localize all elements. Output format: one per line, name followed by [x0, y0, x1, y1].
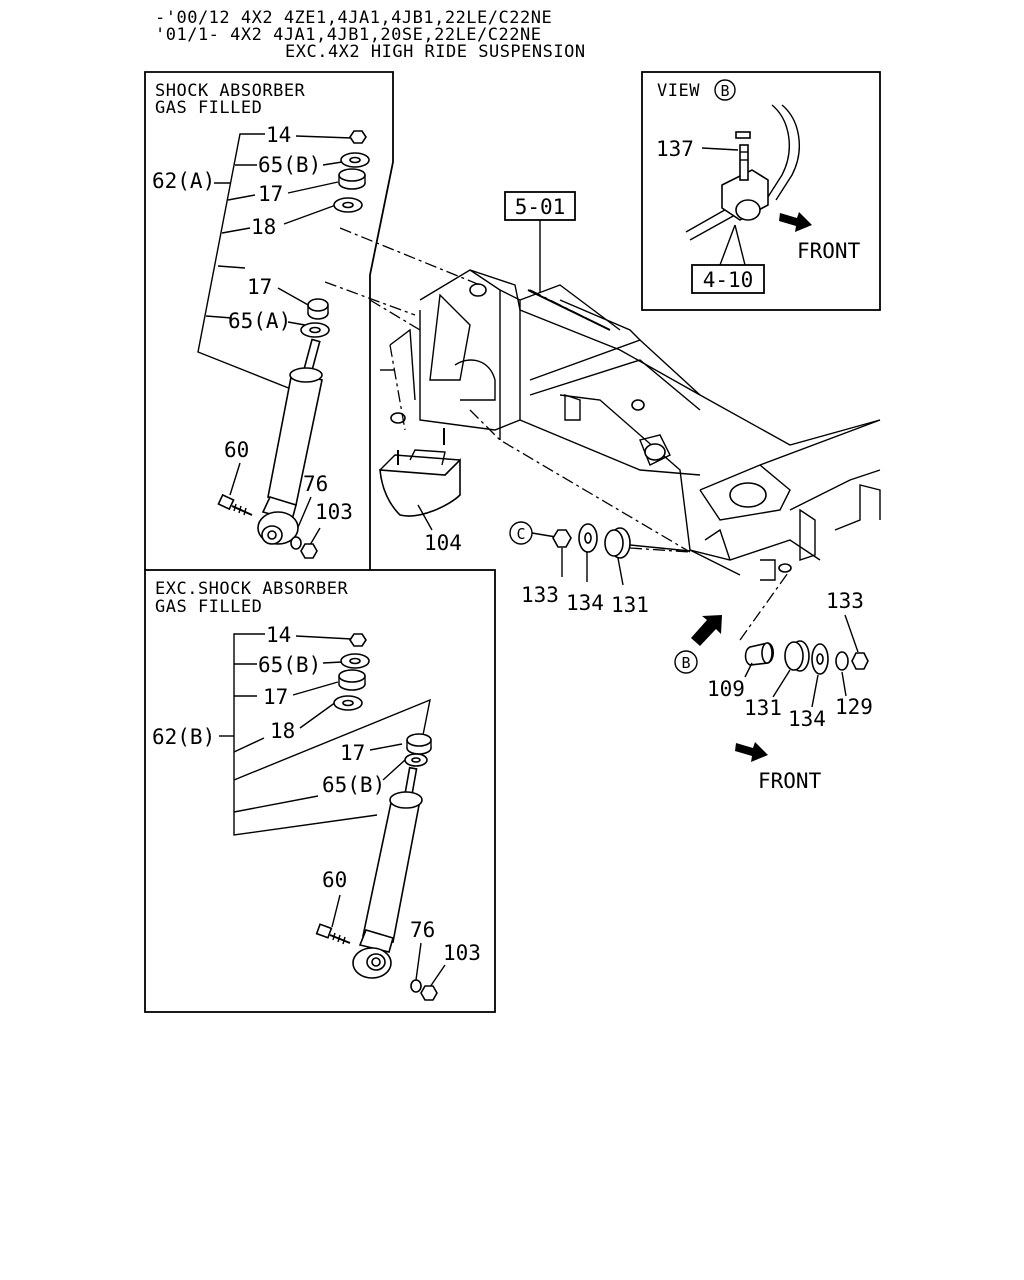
label-134b: 134 — [788, 707, 826, 731]
group-c: C 133 134 131 — [509, 521, 691, 617]
label-104: 104 — [424, 531, 462, 555]
panel-exc-title-1: EXC.SHOCK ABSORBER — [155, 579, 348, 599]
indicator-line — [339, 227, 481, 286]
label-65a-gas: 65(A) — [228, 309, 291, 333]
label-131b: 131 — [744, 696, 782, 720]
label-134a: 134 — [566, 591, 604, 615]
label-60-gas: 60 — [224, 438, 249, 462]
label-17b-exc: 17 — [340, 741, 365, 765]
panel-gas-title-2: GAS FILLED — [155, 98, 262, 118]
header-line-1: -'00/12 4X2 4ZE1,4JA1,4JB1,22LE/C22NE — [155, 8, 552, 28]
bolt-60-icon — [217, 493, 253, 516]
ref-5-01: 5-01 — [504, 191, 611, 331]
main-front: FRONT — [758, 769, 822, 793]
label-18-exc: 18 — [270, 719, 295, 743]
nut-133b-icon — [851, 652, 869, 670]
front-arrow-main-icon — [735, 742, 768, 762]
label-14-exc: 14 — [266, 623, 291, 647]
label-103-gas: 103 — [315, 500, 353, 524]
label-17b-gas: 17 — [247, 275, 272, 299]
washer-76-exc-icon — [410, 979, 422, 993]
bracket-62b — [233, 633, 378, 836]
label-62a: 62(A) — [152, 169, 215, 193]
panel-exc-border — [144, 569, 496, 1013]
header-line-3: EXC.4X2 HIGH RIDE SUSPENSION — [285, 42, 586, 62]
shock-absorber-exc-icon — [352, 766, 423, 979]
label-17a-gas: 17 — [258, 182, 283, 206]
label-65b2-exc: 65(B) — [322, 773, 385, 797]
nut-103-icon — [300, 543, 318, 559]
panel-gas-title-1: SHOCK ABSORBER — [155, 81, 306, 101]
label-62b: 62(B) — [152, 725, 215, 749]
stabilizer-bar-icon — [765, 104, 790, 201]
panel-view-b: VIEW B FRONT 4-10 137 — [641, 71, 881, 311]
marker-b: B — [681, 654, 690, 672]
ref-4-10: 4-10 — [703, 268, 754, 292]
group-b: B 133 109 131 134 129 FRONT — [674, 589, 873, 793]
label-109: 109 — [707, 677, 745, 701]
label-65b-gas: 65(B) — [258, 153, 321, 177]
panel-gas-filled: SHOCK ABSORBER GAS FILLED — [144, 71, 394, 570]
view-b-marker-circle — [714, 79, 736, 101]
label-129: 129 — [835, 695, 873, 719]
label-103-exc: 103 — [443, 941, 481, 965]
label-133b: 133 — [826, 589, 864, 613]
label-65b-exc: 65(B) — [258, 653, 321, 677]
nut-14-exc-icon — [349, 633, 367, 647]
nut-133-icon — [552, 529, 572, 548]
marker-b-circle — [674, 650, 698, 674]
panel-exc-gas-filled: EXC.SHOCK ABSORBER GAS FILLED — [144, 569, 496, 1013]
shock-absorber-gas-icon — [257, 338, 323, 545]
nut-103-exc-icon — [420, 985, 438, 1001]
label-137: 137 — [656, 137, 694, 161]
ref-4-10-box — [691, 264, 765, 294]
label-76-exc: 76 — [410, 918, 435, 942]
ref-5-01-text: 5-01 — [515, 195, 566, 219]
label-131a: 131 — [611, 593, 649, 617]
label-60-exc: 60 — [322, 868, 347, 892]
label-14-gas: 14 — [266, 123, 291, 147]
panel-gas-border — [144, 71, 394, 570]
label-76-gas: 76 — [303, 472, 328, 496]
view-b-front: FRONT — [797, 239, 861, 263]
label-17a-exc: 17 — [263, 685, 288, 709]
bolt-60-exc-icon — [315, 923, 351, 945]
nut-14-icon — [349, 130, 367, 144]
label-18-gas: 18 — [251, 215, 276, 239]
washer-129-icon — [835, 651, 849, 671]
view-b-marker: B — [720, 82, 729, 100]
frame-assembly-icon — [379, 269, 881, 581]
panel-exc-title-2: GAS FILLED — [155, 597, 262, 617]
label-133a: 133 — [521, 583, 559, 607]
washer-76-icon — [290, 536, 302, 550]
view-b-border — [641, 71, 881, 311]
marker-c: C — [516, 525, 525, 543]
front-arrow-icon — [779, 212, 812, 232]
bracket-62a — [197, 133, 297, 392]
view-b-title: VIEW — [657, 81, 700, 101]
direction-arrow-icon — [691, 615, 722, 646]
header-line-2: '01/1- 4X2 4JA1,4JB1,20SE,22LE/C22NE — [155, 25, 541, 45]
bumper-104-icon — [379, 458, 461, 517]
